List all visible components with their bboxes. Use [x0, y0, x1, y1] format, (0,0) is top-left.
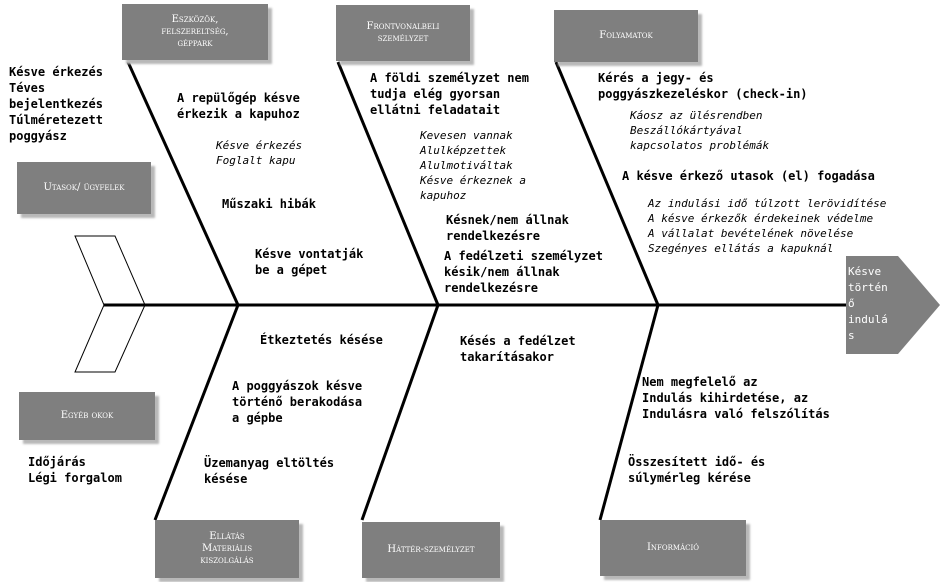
cause-info-2: Összesített idő- és súlymérleg kérése	[628, 455, 766, 485]
cause-ellatas-2: A poggyászok késve történő berakodása a …	[232, 379, 363, 425]
cause-front-2: Késnek/nem állnak rendelkezésre	[446, 213, 569, 243]
cause-folyamat-1-sub: Káosz az ülésrendben Beszállókártyával k…	[630, 109, 770, 152]
cause-info-1: Nem megfelelő az Indulás kihirdetése, az…	[642, 375, 830, 421]
cause-front-1-sub: Kevesen vannak Alulképzettek Alulmotivál…	[420, 129, 526, 202]
category-eszkozok: Eszközök, felszereltség, géppark	[122, 4, 268, 60]
cause-folyamat-2: A késve érkező utasok (el) fogadása	[622, 169, 875, 183]
cause-eszkozok-1: A repülőgép késve érkezik a kapuhoz	[177, 91, 300, 121]
rib-hatter	[360, 304, 440, 521]
rib-ellatas	[153, 304, 240, 521]
rib-folyamatok	[554, 61, 660, 306]
rib-frontvonalbeli	[336, 61, 440, 306]
category-frontvonalbeli: Frontvonalbeli személyzet	[336, 5, 470, 61]
cause-utasok: Késve érkezés Téves bejelentkezés Túlmér…	[9, 65, 103, 143]
cause-egyeb: Időjárás Légi forgalom	[28, 455, 122, 485]
category-folyamatok: Folyamatok	[554, 10, 698, 62]
effect-label: Késve történ ő indulá s	[848, 265, 888, 342]
effect-head-arrow	[846, 256, 940, 354]
category-hatter: Háttér-személyzet	[362, 522, 500, 578]
cause-eszkozok-2: Műszaki hibák	[222, 197, 316, 211]
cause-folyamat-1: Kérés a jegy- és poggyászkezeléskor (che…	[598, 71, 808, 101]
category-utasok: Utasok/ ügyfelek	[17, 162, 151, 214]
cause-eszkozok-3: Késve vontatják be a gépet	[255, 247, 364, 277]
cause-folyamat-2-sub: Az indulási idő túlzott lerövidítése A k…	[648, 197, 887, 255]
category-ellatas: Ellátás Materiális kiszolgálás	[155, 520, 299, 578]
rib-eszkozok	[126, 61, 240, 306]
cause-front-3: A fedélzeti személyzet késik/nem állnak …	[444, 249, 603, 295]
cause-ellatas-3: Üzemanyag eltöltés késése	[204, 456, 335, 486]
cause-ellatas-1: Étkeztetés késése	[260, 333, 383, 347]
rib-informacio	[598, 304, 660, 521]
cause-front-1: A földi személyzet nem tudja elég gyorsa…	[370, 71, 529, 117]
category-informacio: Információ	[600, 520, 746, 576]
category-egyeb: Egyéb okok	[19, 392, 155, 440]
cause-eszkozok-1-sub: Késve érkezés Foglalt kapu	[216, 139, 303, 167]
cause-hatter-1: Késés a fedélzet takarításakor	[460, 334, 576, 364]
